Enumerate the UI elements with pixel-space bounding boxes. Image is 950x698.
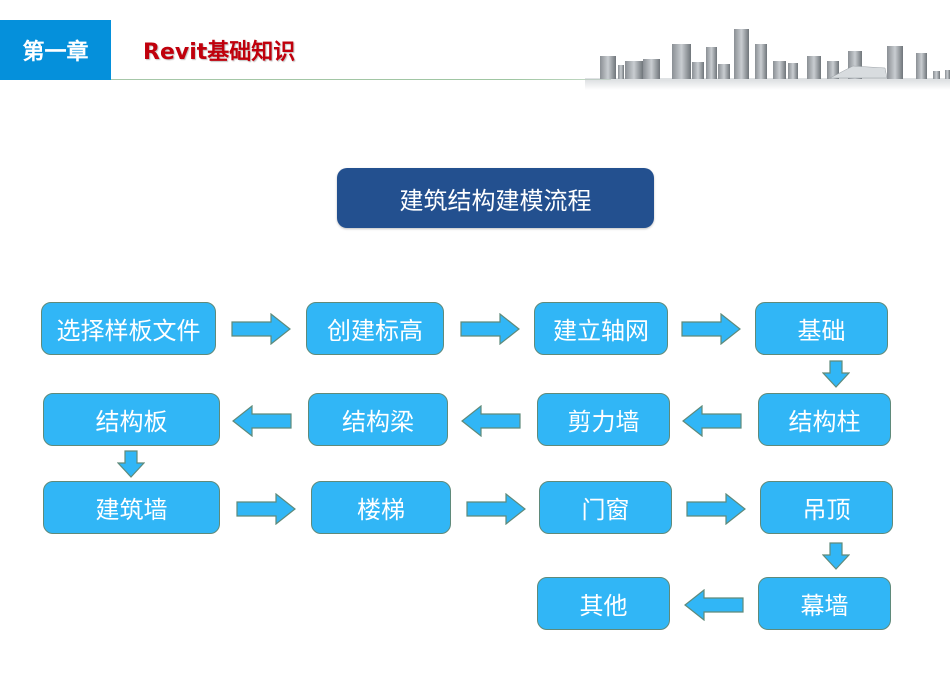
flow-node-label: 建筑墙 (95, 496, 168, 524)
flow-node-label: 幕墙 (800, 592, 849, 620)
flow-node-slab[interactable]: 结构板 (43, 393, 220, 446)
flow-node-label: 吊顶 (802, 496, 851, 524)
arrow-right-icon (236, 493, 296, 525)
flow-node-label: 选择样板文件 (56, 317, 201, 345)
arrow-left-icon (684, 589, 744, 621)
arrow-shape (461, 405, 521, 437)
arrow-down-icon (822, 360, 850, 388)
flow-node-label: 创建标高 (327, 317, 423, 345)
diagram-title: 建筑结构建模流程 (337, 168, 654, 228)
flow-node-shear-wall[interactable]: 剪力墙 (537, 393, 670, 446)
flow-node-label: 楼梯 (357, 496, 405, 524)
arrow-right-icon (681, 313, 741, 345)
flow-node-grids[interactable]: 建立轴网 (534, 302, 668, 355)
flow-node-arch-wall[interactable]: 建筑墙 (43, 481, 220, 534)
arrow-shape (682, 405, 742, 437)
flow-node-other[interactable]: 其他 (537, 577, 670, 630)
arrow-left-icon (232, 405, 292, 437)
arrow-shape (460, 313, 520, 345)
arrow-shape (681, 313, 741, 345)
flow-node-foundation[interactable]: 基础 (755, 302, 888, 355)
flow-node-beam[interactable]: 结构梁 (308, 393, 448, 446)
flow-node-label: 结构柱 (788, 408, 861, 436)
flow-node-label: 其他 (579, 592, 628, 620)
arrow-left-icon (461, 405, 521, 437)
flow-node-label: 基础 (797, 317, 846, 345)
flow-node-doors-windows[interactable]: 门窗 (539, 481, 672, 534)
arrow-shape (231, 313, 291, 345)
arrow-down-icon (117, 450, 145, 478)
arrow-shape (684, 589, 744, 621)
flow-node-ceiling[interactable]: 吊顶 (760, 481, 893, 534)
flow-node-stairs[interactable]: 楼梯 (311, 481, 451, 534)
flow-node-curtain-wall[interactable]: 幕墙 (758, 577, 891, 630)
chapter-tab: 第一章 (0, 20, 111, 80)
chapter-title: Revit基础知识 (143, 40, 296, 65)
arrow-shape (686, 493, 746, 525)
flow-node-label: 建立轴网 (553, 317, 649, 345)
header-divider (111, 79, 611, 80)
arrow-right-icon (686, 493, 746, 525)
arrow-shape (236, 493, 296, 525)
flow-node-label: 结构梁 (342, 408, 414, 436)
flow-node-label: 剪力墙 (567, 408, 640, 436)
flow-node-label: 结构板 (95, 408, 168, 436)
arrow-left-icon (682, 405, 742, 437)
flow-node-label: 门窗 (581, 496, 630, 524)
arrow-shape (822, 360, 850, 388)
arrow-shape (117, 450, 145, 478)
flow-node-column[interactable]: 结构柱 (758, 393, 891, 446)
arrow-right-icon (460, 313, 520, 345)
flow-node-template[interactable]: 选择样板文件 (41, 302, 216, 355)
arrow-down-icon (822, 542, 850, 570)
arrow-shape (232, 405, 292, 437)
city-skyline-image (585, 29, 950, 90)
chapter-label: 第一章 (22, 40, 89, 65)
arrow-right-icon (231, 313, 291, 345)
flow-node-levels[interactable]: 创建标高 (306, 302, 444, 355)
arrow-shape (822, 542, 850, 570)
arrow-right-icon (466, 493, 526, 525)
arrow-shape (466, 493, 526, 525)
